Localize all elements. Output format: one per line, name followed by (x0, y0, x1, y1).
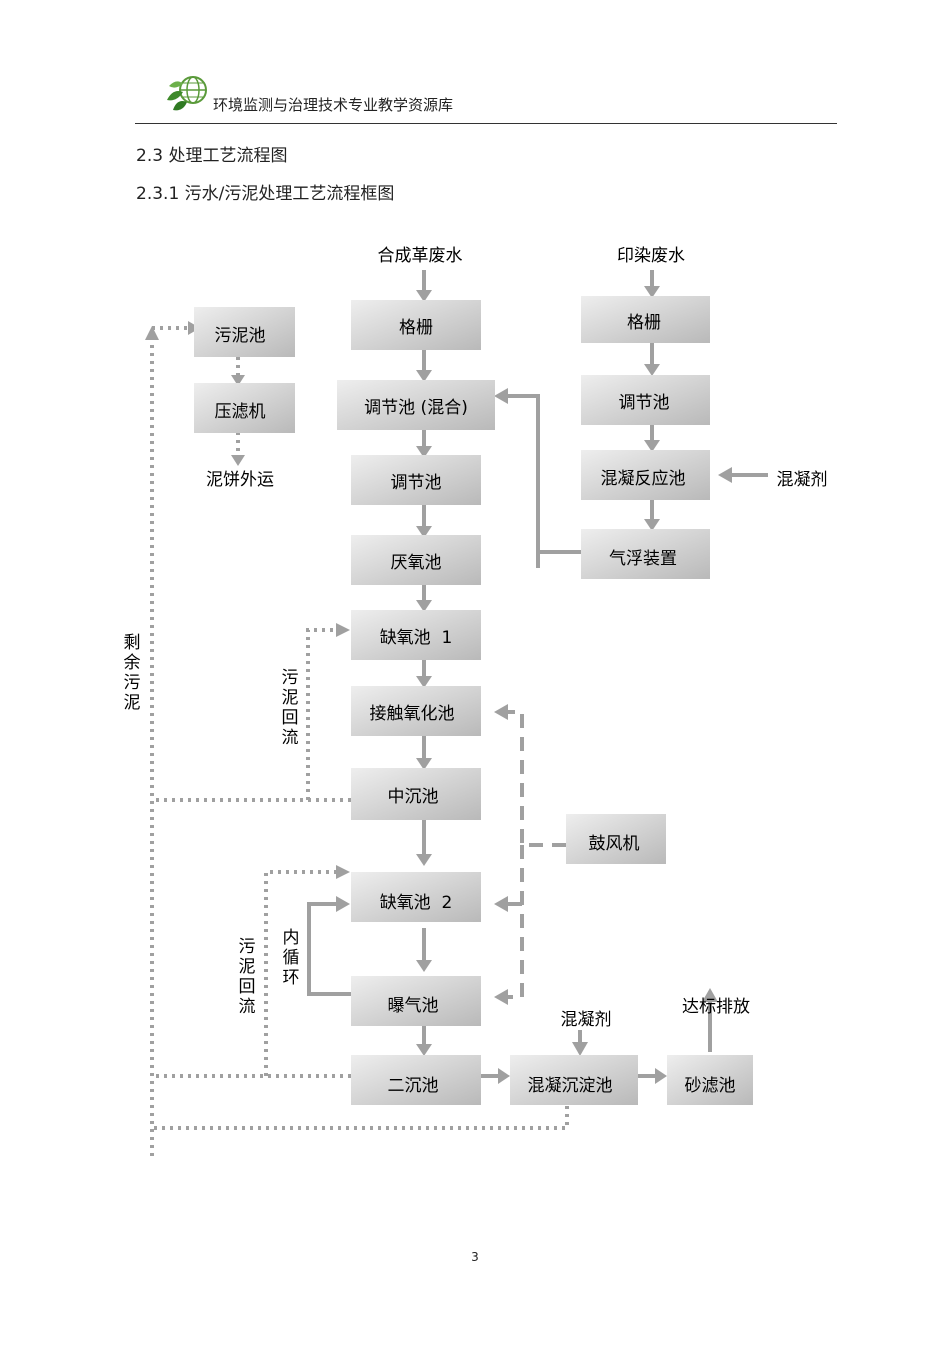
label-char: 流 (282, 728, 299, 748)
solid-arrow-heads (336, 286, 732, 1084)
box-mix-tank: 调节池 (混合) (337, 380, 495, 430)
box-adjust-right: 调节池 (581, 375, 710, 425)
box-label: 厌氧池 (391, 553, 442, 573)
label-char: 环 (283, 968, 300, 988)
excess-sludge-vertical-label: 剩 余 污 泥 (124, 633, 141, 713)
box-label: 曝气池 (388, 996, 439, 1016)
label-char: 污 (282, 668, 299, 688)
page-header: 环境监测与治理技术专业教学资源库 (135, 68, 837, 124)
air-supply-line (506, 710, 566, 999)
label-char: 泥 (124, 693, 141, 713)
input-dyeing-label: 印染废水 (617, 246, 685, 266)
box-label: 缺氧池 2 (380, 893, 453, 913)
label-char: 循 (283, 948, 300, 968)
box-filter-press: 压滤机 (194, 383, 295, 433)
cake-out-label: 泥饼外运 (206, 470, 274, 490)
box-aeration: 曝气池 (351, 976, 481, 1026)
label-char: 污 (124, 673, 141, 693)
box-mid-settle: 中沉池 (351, 768, 481, 820)
sludge-return2-vertical-label: 污 泥 回 流 (239, 937, 256, 1017)
page-number: 3 (471, 1250, 479, 1264)
input-synthetic-leather-label: 合成革废水 (378, 246, 463, 266)
label-char: 剩 (124, 633, 141, 653)
label-char: 余 (124, 653, 141, 673)
section-subtitle: 2.3.1 污水/污泥处理工艺流程框图 (136, 184, 395, 204)
box-anoxic1: 缺氧池 1 (351, 610, 481, 660)
box-anoxic2: 缺氧池 2 (351, 872, 481, 922)
label-char: 泥 (282, 688, 299, 708)
box-sludge-tank: 污泥池 (194, 307, 295, 357)
label-char: 回 (239, 977, 256, 997)
box-sand-filter: 砂滤池 (667, 1055, 753, 1105)
box-label: 混凝反应池 (601, 469, 686, 489)
box-coag-reaction: 混凝反应池 (581, 450, 710, 500)
box-label: 调节池 (混合) (364, 398, 468, 418)
header-title: 环境监测与治理技术专业教学资源库 (213, 96, 454, 114)
box-label: 压滤机 (215, 402, 266, 422)
inner-loop-vertical-label: 内 循 环 (283, 928, 300, 988)
sludge-return1-vertical-label: 污 泥 回 流 (282, 668, 299, 748)
box-label: 气浮装置 (609, 549, 677, 569)
box-blower: 鼓风机 (566, 814, 666, 864)
label-char: 内 (283, 928, 300, 948)
box-label: 污泥池 (215, 326, 266, 346)
box-label: 混凝沉淀池 (528, 1076, 613, 1096)
box-secondary-settle: 二沉池 (351, 1055, 481, 1105)
section-title: 2.3 处理工艺流程图 (136, 146, 288, 166)
box-label: 接触氧化池 (370, 704, 455, 724)
box-label: 调节池 (391, 473, 442, 493)
label-char: 回 (282, 708, 299, 728)
leaf-globe-logo-icon (167, 76, 207, 111)
discharge-label: 达标排放 (682, 997, 750, 1017)
box-label: 格栅 (627, 313, 661, 333)
box-coag-settle: 混凝沉淀池 (510, 1055, 638, 1105)
dotted-sludge-lines (150, 326, 569, 1156)
solid-flow-lines (307, 270, 768, 1078)
box-label: 砂滤池 (685, 1076, 736, 1096)
box-label: 格栅 (399, 318, 433, 338)
box-label: 中沉池 (388, 787, 439, 807)
coagulant-bottom-label: 混凝剂 (561, 1010, 612, 1030)
box-label: 调节池 (619, 393, 670, 413)
box-adjust-left: 调节池 (351, 455, 481, 505)
box-label: 鼓风机 (589, 834, 640, 854)
box-label: 二沉池 (388, 1076, 439, 1096)
air-arrow-heads (494, 704, 508, 1005)
box-grille-left: 格栅 (351, 300, 481, 350)
box-flotation: 气浮装置 (581, 529, 710, 579)
box-label: 缺氧池 1 (380, 628, 453, 648)
box-contact-oxidation: 接触氧化池 (351, 686, 481, 736)
label-char: 泥 (239, 957, 256, 977)
label-char: 污 (239, 937, 256, 957)
box-grille-right: 格栅 (581, 296, 710, 343)
label-char: 流 (239, 997, 256, 1017)
coagulant-right-label: 混凝剂 (777, 470, 828, 490)
box-anaerobic: 厌氧池 (351, 535, 481, 585)
